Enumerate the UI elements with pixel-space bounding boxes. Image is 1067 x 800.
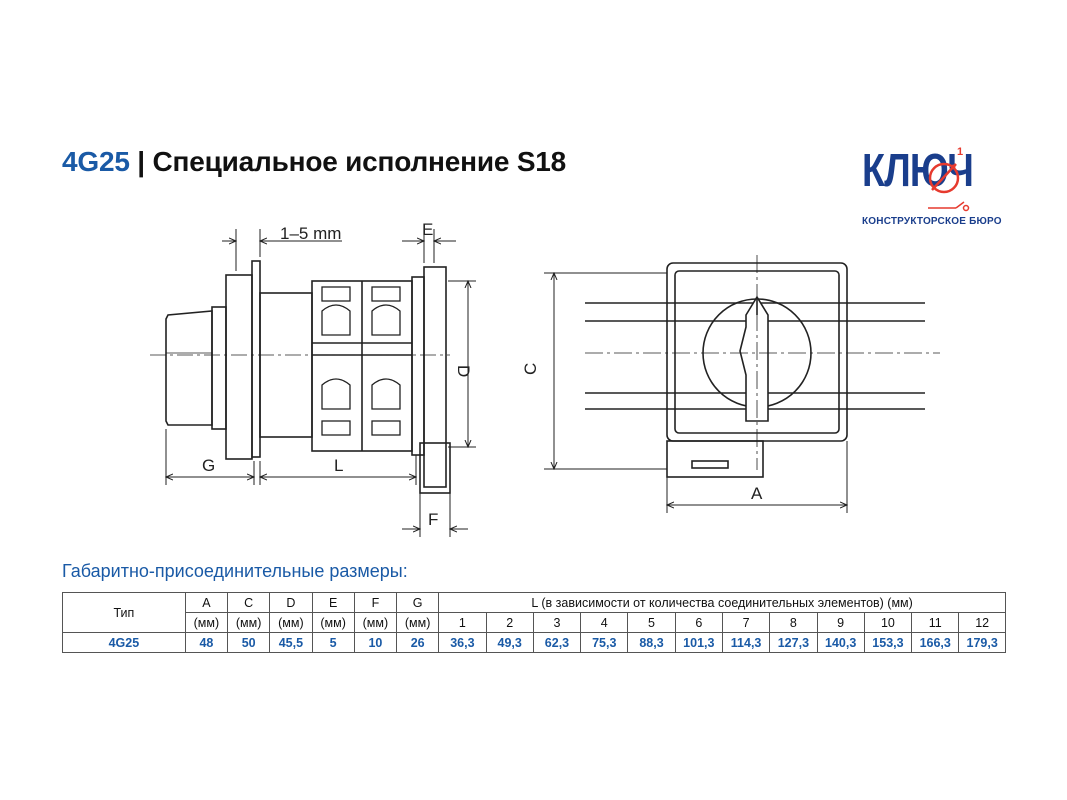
knob-outline xyxy=(165,310,213,426)
table-header-row: Тип A C D E F G L (в зависимости от коли… xyxy=(62,592,1006,633)
l-index: 11 xyxy=(911,612,960,633)
l-header: L (в зависимости от количества соедините… xyxy=(438,592,1006,613)
value-a: 48 xyxy=(184,632,229,653)
type-header: Тип xyxy=(62,592,186,633)
l-value: 88,3 xyxy=(627,632,676,653)
l-index: 4 xyxy=(580,612,629,633)
value-f: 10 xyxy=(353,632,398,653)
logo-superscript: 1 xyxy=(957,146,964,158)
switch-body xyxy=(259,292,313,438)
dim-g-label: G xyxy=(202,456,215,475)
rail-clip xyxy=(423,266,447,488)
col-e-header: E xyxy=(311,592,355,613)
title-separator: | xyxy=(129,146,153,177)
l-index: 5 xyxy=(627,612,676,633)
l-value: 153,3 xyxy=(863,632,913,653)
col-d-header: D xyxy=(269,592,313,613)
logo-subtitle: КОНСТРУКТОРСКОЕ БЮРО xyxy=(862,216,1002,227)
value-g: 26 xyxy=(396,632,440,653)
logo: КЛЮЧ 1 КОНСТРУКТОРСКОЕ БЮРО xyxy=(858,140,1008,232)
unit-a: (мм) xyxy=(184,612,229,633)
l-value: 49,3 xyxy=(485,632,534,653)
section-title: Габаритно-присоединительные размеры: xyxy=(62,561,408,581)
dial-handle xyxy=(739,295,769,422)
l-value: 62,3 xyxy=(532,632,582,653)
knob-collar xyxy=(211,306,227,430)
col-f-header: F xyxy=(353,592,398,613)
l-index: 3 xyxy=(532,612,582,633)
logo-key-icon xyxy=(928,162,970,212)
dimension-drawing: 1–5 mm E D G L F C A xyxy=(150,220,940,537)
dimensions-table: Тип A C D E F G L (в зависимости от коли… xyxy=(62,592,1006,653)
l-value: 75,3 xyxy=(580,632,629,653)
unit-c: (мм) xyxy=(227,612,271,633)
dim-e-label: E xyxy=(422,220,433,239)
l-value: 101,3 xyxy=(674,632,723,653)
unit-e: (мм) xyxy=(311,612,355,633)
dim-a-label: A xyxy=(751,484,763,503)
unit-d: (мм) xyxy=(269,612,313,633)
l-index: 7 xyxy=(721,612,771,633)
l-index: 12 xyxy=(958,612,1006,633)
row-type: 4G25 xyxy=(62,632,186,653)
unit-g: (мм) xyxy=(396,612,440,633)
l-index: 2 xyxy=(485,612,534,633)
panel-plate xyxy=(251,260,261,458)
col-a-header: A xyxy=(184,592,229,613)
col-c-header: C xyxy=(227,592,271,613)
l-value: 179,3 xyxy=(958,632,1006,653)
dim-gap-label: 1–5 mm xyxy=(280,224,341,243)
model-code: 4G25 xyxy=(62,146,130,177)
front-flange xyxy=(225,274,253,460)
dim-f-label: F xyxy=(428,510,438,529)
table-subheader-row: (мм) (мм) (мм) (мм) (мм) (мм) 1 2 3 4 5 … xyxy=(63,612,1006,633)
bottom-latch xyxy=(666,440,764,478)
l-index: 10 xyxy=(863,612,913,633)
l-value: 166,3 xyxy=(911,632,960,653)
end-cap xyxy=(411,276,425,456)
title-text: Специальное исполнение S18 xyxy=(152,146,567,177)
l-index: 6 xyxy=(674,612,723,633)
value-c: 50 xyxy=(227,632,271,653)
table-row: 4G25 48 50 45,5 5 10 26 36,3 49,3 62,3 7… xyxy=(62,632,1006,653)
l-value: 140,3 xyxy=(816,632,865,653)
l-value: 114,3 xyxy=(721,632,771,653)
page-title: 4G25 | Специальное исполнение S18 xyxy=(62,146,566,178)
l-index: 9 xyxy=(816,612,865,633)
unit-f: (мм) xyxy=(353,612,398,633)
l-value: 127,3 xyxy=(769,632,818,653)
value-e: 5 xyxy=(311,632,355,653)
col-g-header: G xyxy=(396,592,440,613)
l-value: 36,3 xyxy=(438,632,487,653)
value-d: 45,5 xyxy=(269,632,313,653)
dim-c-label: C xyxy=(521,363,540,375)
dim-d-label: D xyxy=(454,365,473,377)
l-index: 1 xyxy=(438,612,487,633)
l-index: 8 xyxy=(769,612,818,633)
dim-l-label: L xyxy=(334,456,343,475)
